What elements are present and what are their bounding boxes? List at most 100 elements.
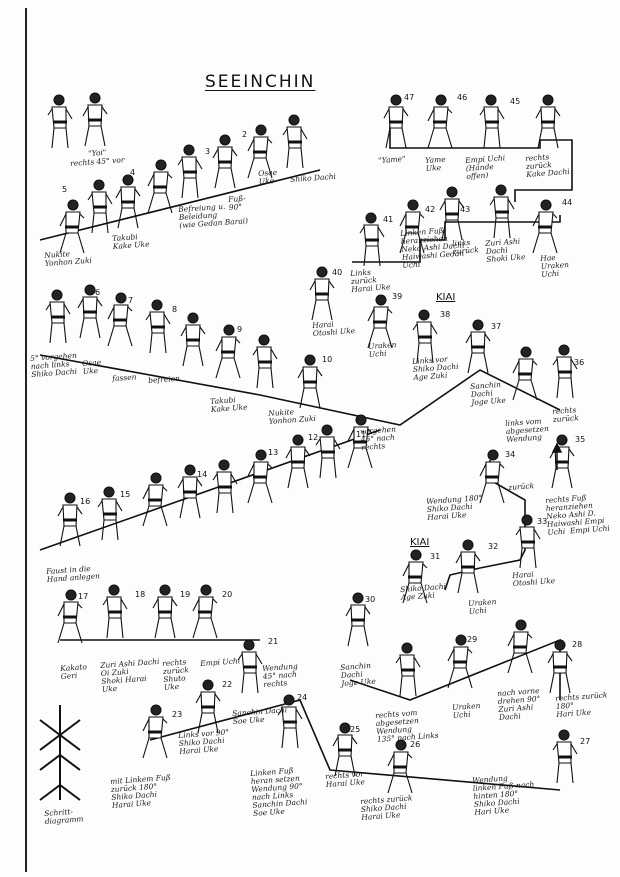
karateka-figure [309,266,335,321]
karateka-figure [142,472,168,527]
step-number: 30 [365,595,376,604]
step-number: 20 [222,590,233,599]
karateka-figure [512,346,538,401]
karateka-figure [102,584,128,639]
technique-label: Shiko Dachi Age Zuki [399,581,447,602]
technique-label: Uraken Uchi [467,597,497,616]
technique-label: Uraken Uchi [367,340,397,359]
step-number: 10 [322,355,333,364]
technique-label: Nukite Yonhon Zuki [267,407,317,426]
step-number: 17 [78,592,89,601]
technique-label: Links vor Shiko Dachi Age Zuki [411,354,459,382]
step-number: 40 [332,268,343,277]
karateka-figure [177,144,203,199]
step-number: 37 [491,322,502,331]
step-number: 13 [268,448,279,457]
step-number: 18 [135,590,146,599]
karateka-figure [402,549,428,604]
step-number: 35 [575,435,586,444]
page-title: SEEINCHIN [205,72,316,92]
karateka-figure [439,186,465,241]
step-number: 31 [430,552,441,561]
karateka-figure [532,199,558,254]
karateka-figure [535,94,561,149]
direction-arrow-icon [551,442,563,470]
karateka-figure [247,124,273,179]
karateka-figure [57,589,83,644]
karateka-figure [447,634,473,689]
kiai-marker-top: KIAI [436,292,456,303]
technique-label: Empi Uchi (Hände offen) [464,153,506,181]
step-number: 28 [572,640,583,649]
step-number: 29 [467,635,478,644]
technique-label: rechts zurück Kake Dachi [524,152,570,179]
step-number: 41 [383,215,394,224]
karateka-figure [285,434,311,489]
step-number: 45 [510,97,521,106]
karateka-figure [455,539,481,594]
step-number: 2 [242,130,248,139]
karateka-figure [387,739,413,794]
path-row-2 [352,215,561,263]
step-number: 5 [62,185,68,194]
technique-label: Befreiung u. Beleidung (wie Gedan Barai) [177,201,249,230]
step-number: 15 [120,490,131,499]
technique-label: Sanchin Dachi Joge Uke [339,660,377,688]
karateka-figure [147,159,173,214]
karateka-figure [282,114,308,169]
technique-label: mit Linkem Fuß zurück 180° Shiko Dachi H… [109,772,172,810]
karateka-figure [332,722,358,777]
step-number: 42 [425,205,436,214]
step-diagram-icon [39,705,81,801]
karateka-figure [479,449,505,504]
karateka-figure [237,639,263,694]
karateka-figure [399,199,425,254]
technique-label: Harai Otoshi Uke [511,569,556,588]
karateka-figure [45,289,71,344]
step-number: 21 [268,637,279,646]
step-number: 23 [172,710,183,719]
step-number: 39 [392,292,403,301]
karateka-figure [547,639,573,694]
technique-label: Hae Uraken Uchi [539,252,570,279]
technique-label: rechts vom abgesetzen Wendung 135° nach … [374,708,439,744]
step-number: 24 [297,693,308,702]
karateka-figure [412,309,438,364]
technique-label: Kakato Geri [59,662,88,681]
karateka-figure [115,174,141,229]
technique-label: Wendung 180° Shiko Dachi Harai Uke [425,493,483,522]
step-number: 6 [95,288,101,297]
karateka-figure [252,334,278,389]
step-number: 9 [237,325,243,334]
step-number: 47 [404,93,415,102]
technique-label: rechts vor Harai Uke [324,769,366,789]
karateka-figure [77,284,103,339]
karateka-figure [277,694,303,749]
karateka-figure [177,464,203,519]
karateka-figure [552,729,578,784]
karateka-figure [383,94,409,149]
karateka-figure [549,434,575,489]
path-row-1 [39,169,321,241]
step-number: 3 [205,147,211,156]
technique-label: nach vorne drehen 90° Zuri Ashi Dachi [496,686,541,722]
karateka-figure [465,319,491,374]
technique-label: Uraken Uchi [451,701,481,720]
step-number: 46 [457,93,468,102]
technique-label: Links zurück Harai Uke [349,267,391,294]
karateka-figure [345,592,371,647]
technique-label: Nukite Yonhon Zuki [43,249,93,268]
step-number: 16 [80,497,91,506]
technique-label: Wendung 45° nach rechts [261,661,299,689]
karateka-figure [315,424,341,479]
karateka-figure [247,449,273,504]
technique-label: links vom abgesetzen Wendung [504,416,550,444]
karateka-figure [59,199,85,254]
step-number: 36 [574,358,585,367]
technique-label: fassen [111,372,137,383]
step-number: 27 [580,737,591,746]
technique-label: rechts zurück Shuto Uke [161,657,190,692]
technique-label: rechts zurück [551,405,580,424]
step-number: 26 [410,740,421,749]
